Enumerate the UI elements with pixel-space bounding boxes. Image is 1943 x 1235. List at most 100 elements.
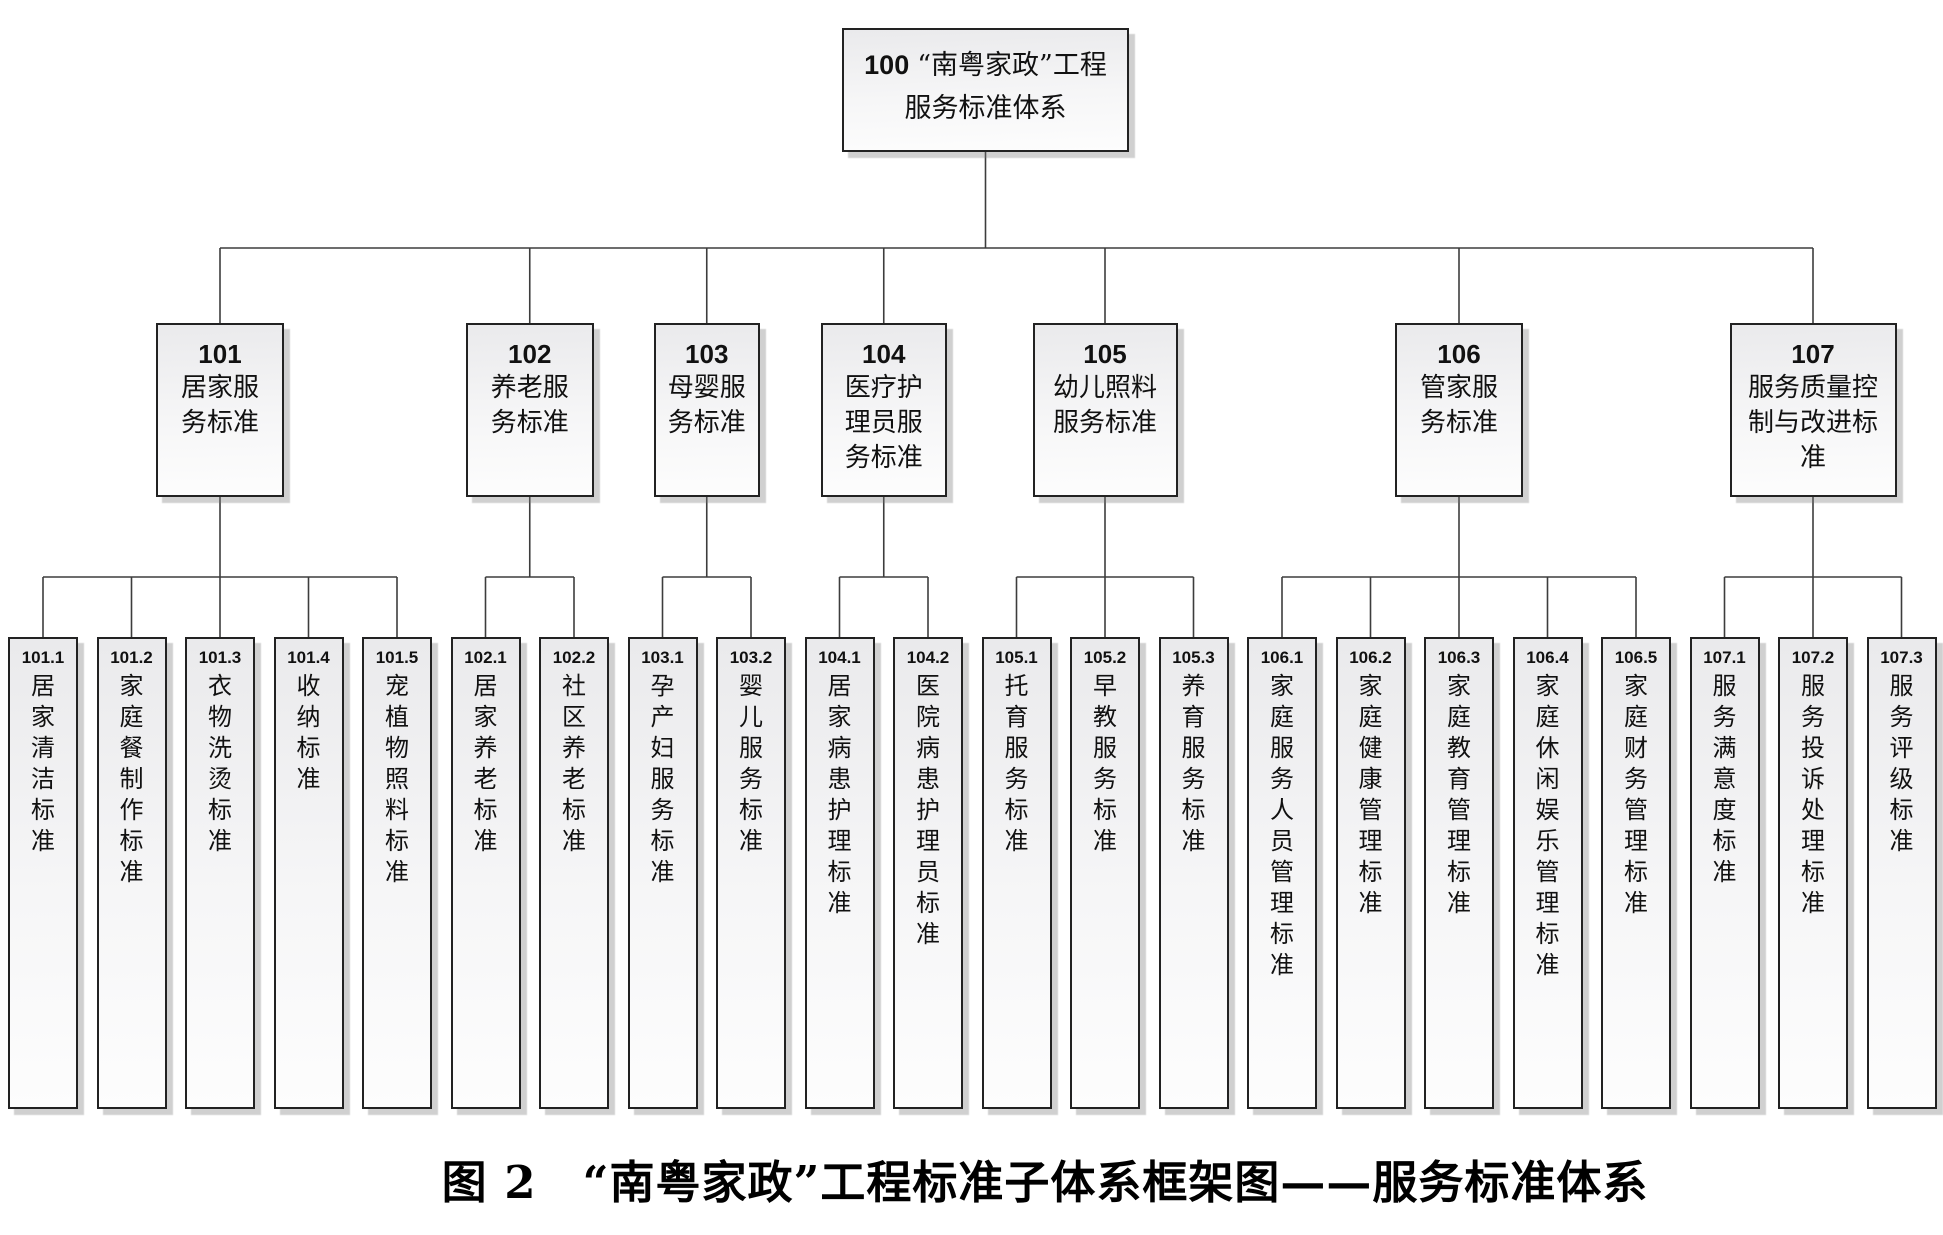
leaf-node-101.5: 101.5 宠植物照料标准 [362,637,432,1109]
leaf-node-105.2: 105.2 早教服务标准 [1070,637,1140,1109]
node-label-line3: 准 [1799,443,1826,473]
leaf-node-107.3: 107.3 服务评级标准 [1866,637,1937,1109]
node-code: 103.1 [641,648,684,667]
node-code: 102.1 [464,648,507,667]
node-code: 101.1 [21,648,65,667]
leaf-node-106.2: 106.2 家庭健康管理标准 [1335,637,1406,1109]
leaf-node-107.1: 107.1 服务满意度标准 [1689,637,1760,1109]
node-label: 托育服务标准 [1004,672,1029,855]
node-code: 102.2 [552,648,596,667]
leaf-node-106.5: 106.5 家庭财务管理标准 [1601,637,1671,1109]
node-label-line1: 居家服 [180,373,259,403]
group-node-107: 107 服务质量控制与改进标准 [1729,323,1897,497]
node-label: 养育服务标准 [1181,672,1206,855]
leaf-node-105.1: 105.1 托育服务标准 [981,637,1052,1109]
node-label: 家庭餐制作标准 [119,672,144,886]
leaf-node-105.3: 105.3 养育服务标准 [1158,637,1229,1109]
root-title-line2: 服务标准体系 [904,93,1067,124]
node-code: 106 [1437,339,1481,369]
leaf-node-102.2: 102.2 社区养老标准 [539,637,609,1109]
node-code: 107 [1791,339,1835,369]
node-label: 收纳标准 [296,672,321,793]
leaf-node-101.1: 101.1 居家清洁标准 [8,637,78,1109]
leaf-node-101.2: 101.2 家庭餐制作标准 [96,637,167,1109]
node-label: 早教服务标准 [1093,672,1117,855]
figure-caption: 图 2 “南粤家政”工程标准子体系框架图——服务标准体系 [441,1156,1649,1209]
node-code: 107.3 [1880,648,1923,667]
node-label-line2: 务标准 [490,408,569,438]
node-code: 106.3 [1437,648,1481,667]
node-label: 衣物洗烫标准 [208,672,232,855]
node-label-line2: 服务标准 [1052,408,1157,438]
node-label-line2: 制与改进标 [1747,408,1878,438]
node-label-line1: 管家服 [1419,373,1498,403]
group-node-102: 102 养老服务标准 [465,323,594,497]
node-code: 107.2 [1791,648,1835,667]
group-node-106: 106 管家服务标准 [1395,323,1523,497]
leaf-node-104.1: 104.1 居家病患护理标准 [804,637,875,1109]
node-code: 105.1 [995,648,1038,667]
node-code: 104.1 [818,648,861,667]
node-code: 105 [1083,339,1127,369]
root-node-100: 100“南粤家政”工程 服务标准体系 [842,28,1129,152]
node-code: 106.5 [1614,648,1658,667]
leaf-node-107.2: 107.2 服务投诉处理标准 [1778,637,1848,1109]
node-label: 家庭健康管理标准 [1358,672,1383,917]
root-title-text1: “南粤家政”工程 [917,50,1107,81]
node-code: 101 [198,339,242,369]
node-label: 家庭财务管理标准 [1624,672,1648,917]
group-node-101: 101 居家服务标准 [156,323,284,497]
node-label: 婴儿服务标准 [739,672,763,855]
node-label: 孕产妇服务标准 [650,672,675,886]
root-node-code: 100 [864,50,910,80]
node-label: 家庭教育管理标准 [1447,672,1471,917]
node-label-line2: 理员服 [844,408,923,438]
node-label-line1: 养老服 [490,373,569,403]
node-label: 服务满意度标准 [1712,672,1737,886]
leaf-node-103.1: 103.1 孕产妇服务标准 [627,637,698,1109]
node-code: 101.3 [198,648,242,667]
leaf-node-102.1: 102.1 居家养老标准 [450,637,521,1109]
node-code: 104 [862,339,906,369]
node-code: 101.2 [110,648,153,667]
group-node-105: 105 幼儿照料服务标准 [1032,323,1178,497]
node-label-line2: 务标准 [667,408,746,438]
node-label-line2: 务标准 [1419,408,1498,438]
node-label: 居家清洁标准 [31,672,55,855]
node-label: 服务投诉处理标准 [1801,672,1825,917]
leaf-node-101.4: 101.4 收纳标准 [273,637,344,1109]
node-label: 宠植物照料标准 [385,672,409,886]
node-code: 103 [685,339,729,369]
leaf-node-106.1: 106.1 家庭服务人员管理标准 [1247,637,1317,1109]
node-code: 105.2 [1083,648,1127,667]
node-label-line1: 幼儿照料 [1052,373,1157,403]
node-code: 103.2 [729,648,773,667]
node-code: 106.4 [1526,648,1569,667]
node-label-line1: 服务质量控 [1747,373,1878,403]
node-label: 家庭休闲娱乐管理标准 [1535,672,1560,979]
node-code: 106.1 [1260,648,1304,667]
node-label: 居家养老标准 [473,672,498,855]
leaf-node-106.4: 106.4 家庭休闲娱乐管理标准 [1512,637,1583,1109]
leaf-node-101.3: 101.3 衣物洗烫标准 [185,637,255,1109]
node-code: 101.5 [375,648,419,667]
node-code: 106.2 [1349,648,1392,667]
node-code: 104.2 [906,648,950,667]
node-label-line2: 务标准 [180,408,259,438]
node-label: 家庭服务人员管理标准 [1270,672,1294,979]
node-label-line1: 母婴服 [667,373,746,403]
node-code: 101.4 [287,648,330,667]
node-code: 102 [508,339,552,369]
node-label: 服务评级标准 [1889,672,1914,855]
leaf-node-103.2: 103.2 婴儿服务标准 [716,637,786,1109]
node-code: 105.3 [1172,648,1215,667]
node-label: 居家病患护理标准 [827,672,852,917]
node-label: 社区养老标准 [562,672,586,855]
root-title-line1: 100“南粤家政”工程 [844,44,1127,87]
group-node-103: 103 母婴服务标准 [653,323,760,497]
node-label-line3: 务标准 [844,443,923,473]
node-code: 107.1 [1703,648,1746,667]
